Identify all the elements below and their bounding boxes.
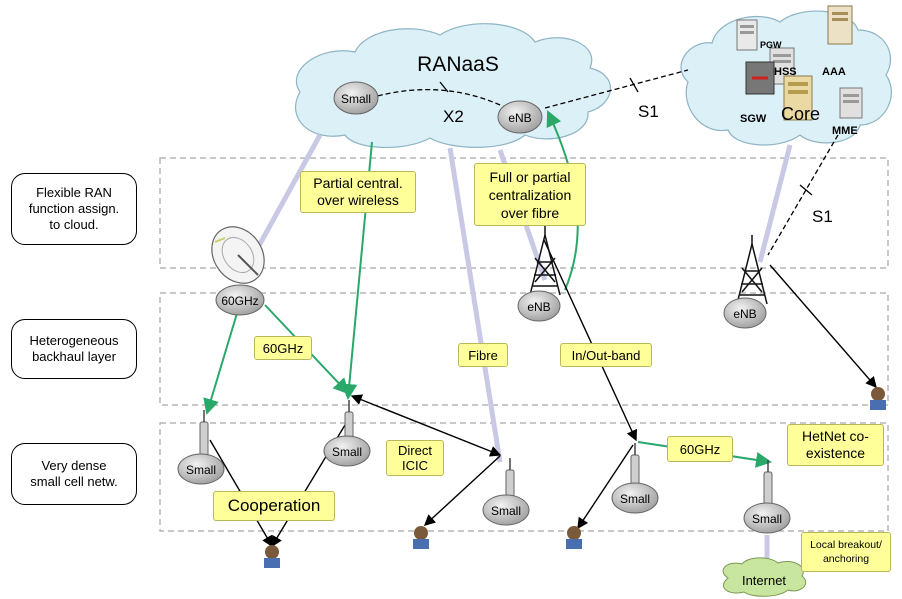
note-60ghz-backhaul: 60GHz bbox=[254, 336, 312, 360]
s1-cloud-link bbox=[544, 69, 689, 109]
node-label: Small bbox=[491, 504, 521, 518]
layer-label-ran: Flexible RAN function assign. to cloud. bbox=[11, 173, 137, 245]
node-small-2: Small bbox=[323, 435, 371, 467]
fibre-link bbox=[757, 144, 793, 263]
layer-band-small-cells bbox=[159, 422, 889, 532]
server-icon-aaa bbox=[827, 5, 853, 45]
node-small-5: Small bbox=[743, 502, 791, 534]
layer-label-small-cells: Very dense small cell netw. bbox=[11, 443, 137, 505]
ranaas-title: RANaaS bbox=[417, 53, 499, 76]
layer-band-backhaul bbox=[159, 292, 889, 406]
wireless-link bbox=[203, 309, 239, 415]
internet-label: Internet bbox=[742, 573, 786, 588]
user-terminal-icon bbox=[566, 526, 582, 549]
server-icon-sgw bbox=[745, 61, 775, 95]
radio-link bbox=[350, 394, 502, 457]
server-icon-core bbox=[783, 75, 813, 121]
s1-enb-tick bbox=[799, 184, 813, 196]
node-label: 60GHz bbox=[221, 294, 258, 308]
user-terminal-icon bbox=[264, 545, 280, 568]
pgw-label: PGW bbox=[760, 40, 782, 50]
fibre-link bbox=[247, 133, 323, 264]
hss-label: HSS bbox=[774, 66, 797, 78]
user-terminal-icon bbox=[413, 526, 429, 549]
node-cloud-enb: eNB bbox=[497, 100, 543, 134]
small-cell-antenna-icon bbox=[763, 460, 773, 507]
tower-icon bbox=[529, 226, 561, 296]
node-cloud-small: Small bbox=[333, 81, 379, 115]
s1-tick bbox=[629, 77, 639, 93]
aaa-label: AAA bbox=[822, 66, 846, 78]
server-icon-mme bbox=[839, 87, 863, 119]
node-small-3: Small bbox=[482, 494, 530, 526]
tower-icon bbox=[736, 235, 768, 305]
user-terminal-icon bbox=[870, 387, 886, 410]
x2-tick bbox=[439, 81, 449, 93]
radio-link bbox=[577, 444, 634, 530]
note-partial-central: Partial central. over wireless bbox=[300, 171, 416, 213]
server-icon-pgw bbox=[736, 19, 758, 51]
mme-label: MME bbox=[832, 125, 858, 137]
note-full-partial: Full or partial centralization over fibr… bbox=[474, 163, 586, 226]
node-label: Small bbox=[186, 463, 216, 477]
node-small-4: Small bbox=[611, 482, 659, 514]
note-60ghz-small: 60GHz bbox=[667, 436, 733, 462]
radio-link bbox=[769, 264, 877, 389]
layer-label-backhaul: Heterogeneous backhaul layer bbox=[11, 319, 137, 379]
node-60ghz: 60GHz bbox=[215, 284, 265, 316]
sgw-label: SGW bbox=[740, 113, 767, 125]
layer-band-ran bbox=[159, 157, 889, 269]
node-enb-right: eNB bbox=[723, 297, 767, 329]
node-small-1: Small bbox=[177, 453, 225, 485]
node-label: Small bbox=[620, 492, 650, 506]
small-cell-antenna-icon bbox=[199, 410, 209, 457]
note-hetnet: HetNet co- existence bbox=[787, 424, 884, 466]
note-in-out-band: In/Out-band bbox=[560, 343, 652, 367]
node-label: Small bbox=[341, 92, 371, 106]
node-label: Small bbox=[752, 512, 782, 526]
radio-link bbox=[543, 239, 637, 442]
layer-bands bbox=[159, 157, 889, 532]
core-title: Core bbox=[781, 104, 820, 124]
node-label: eNB bbox=[527, 300, 550, 314]
note-local-breakout: Local breakout/ anchoring bbox=[801, 532, 891, 572]
node-label: eNB bbox=[508, 111, 531, 125]
s1-enb-label: S1 bbox=[812, 207, 833, 226]
s1-enb-link bbox=[767, 134, 839, 256]
node-label: eNB bbox=[733, 307, 756, 321]
note-direct-icic: Direct ICIC bbox=[386, 440, 444, 476]
note-fibre: Fibre bbox=[458, 343, 508, 367]
note-cooperation: Cooperation bbox=[213, 491, 335, 521]
small-cell-antenna-icon bbox=[630, 443, 640, 490]
satellite-dish-icon bbox=[211, 226, 265, 284]
node-label: Small bbox=[332, 445, 362, 459]
node-enb-mid: eNB bbox=[517, 290, 561, 322]
internet-cloud: Internet bbox=[722, 557, 807, 597]
radio-link bbox=[423, 455, 501, 526]
x2-label: X2 bbox=[443, 107, 464, 126]
s1-cloud-label: S1 bbox=[638, 102, 659, 121]
